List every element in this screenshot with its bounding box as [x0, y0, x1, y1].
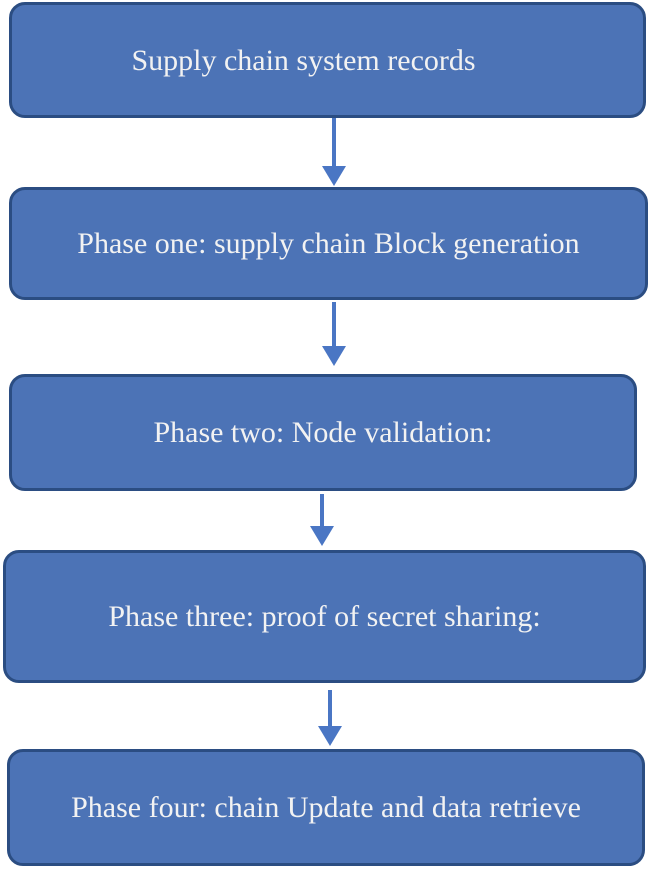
- down-arrow-phase-two-to-phase-three: [310, 494, 334, 546]
- down-arrow-phase-one-to-phase-two: [322, 302, 346, 366]
- node-label: Phase two: Node validation:: [153, 416, 493, 449]
- node-label: Supply chain system records: [131, 43, 476, 77]
- node-label: Phase four: chain Update and data retrie…: [71, 791, 581, 824]
- flow-node-phase-four: Phase four: chain Update and data retrie…: [7, 749, 645, 866]
- node-label: Phase one: supply chain Block generation: [77, 227, 580, 260]
- down-arrow-records-to-phase-one: [322, 118, 346, 186]
- down-arrow-phase-three-to-phase-four: [318, 690, 342, 746]
- node-label: Phase three: proof of secret sharing:: [108, 600, 541, 633]
- flow-node-phase-one: Phase one: supply chain Block generation: [9, 187, 648, 300]
- flow-node-phase-two: Phase two: Node validation:: [9, 374, 637, 491]
- flow-node-supply-chain-records: Supply chain system records: [9, 2, 646, 118]
- flow-node-phase-three: Phase three: proof of secret sharing:: [3, 550, 646, 683]
